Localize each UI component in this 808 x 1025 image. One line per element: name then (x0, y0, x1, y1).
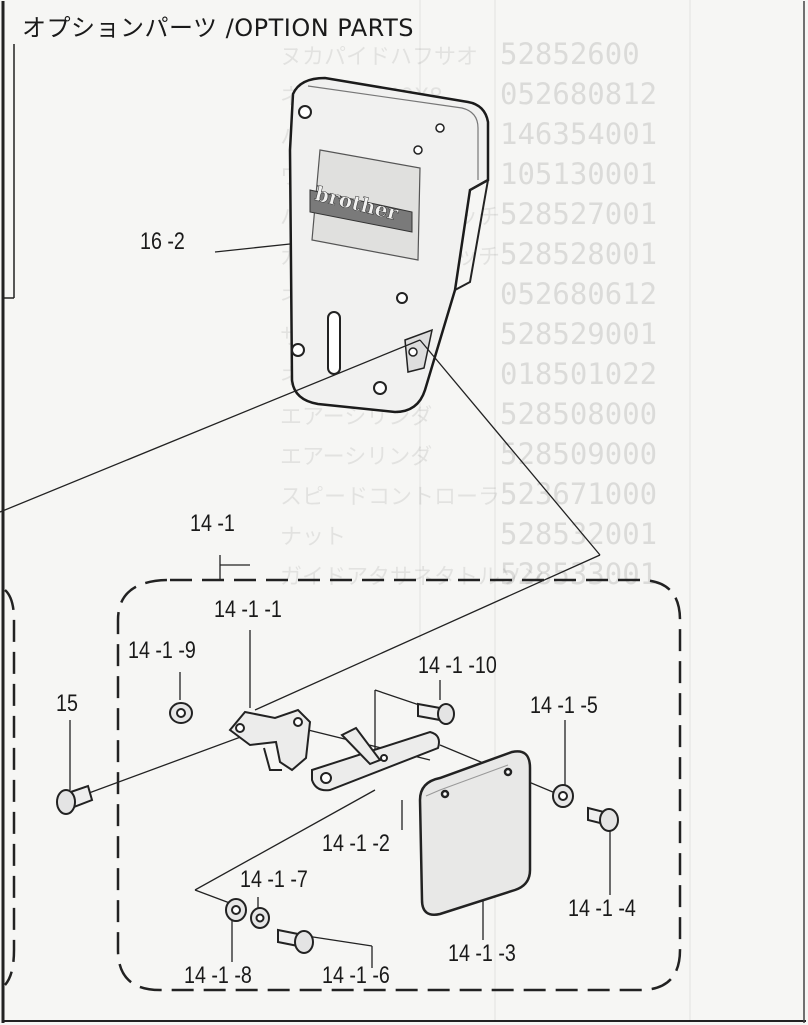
screw-14-1-6 (277, 928, 314, 954)
cover-plate-16-2: brother (288, 76, 490, 414)
bracket-14-1-1 (228, 708, 312, 772)
nut-14-1-9 (169, 702, 193, 724)
assembly-14-1-dashed-box (116, 578, 682, 992)
pad-14-1-3 (418, 750, 532, 916)
callout-14-1-7: 14 -1 -7 (240, 866, 308, 893)
washer-14-1-8 (225, 898, 247, 922)
callout-14-1-4: 14 -1 -4 (568, 895, 636, 922)
callout-14-1-10: 14 -1 -10 (418, 652, 497, 679)
callout-14-1-5: 14 -1 -5 (530, 692, 598, 719)
callout-14-1-6: 14 -1 -6 (322, 962, 390, 989)
plate-14-1-2 (311, 726, 440, 792)
callout-14-1-3: 14 -1 -3 (448, 940, 516, 967)
washer-14-1-5 (552, 784, 574, 808)
washer-14-1-7 (250, 907, 270, 929)
callout-14-1-1: 14 -1 -1 (214, 596, 282, 623)
screw-15 (56, 784, 94, 815)
page-title: オプションパーツ /OPTION PARTS (22, 14, 414, 42)
background-part-number-column: 52852600 052680812 146354001 105130001 5… (500, 37, 658, 591)
callout-15: 15 (56, 690, 78, 717)
adjacent-dashed-box (4, 589, 16, 986)
callout-16-2: 16 -2 (140, 228, 185, 255)
callout-14-1: 14 -1 (190, 510, 235, 537)
exploded-view-lines (0, 243, 611, 968)
screw-14-1-10 (417, 702, 455, 725)
screw-14-1-4 (587, 806, 619, 832)
callout-14-1-9: 14 -1 -9 (128, 637, 196, 664)
callout-14-1-2: 14 -1 -2 (322, 830, 390, 857)
callout-14-1-8: 14 -1 -8 (184, 962, 252, 989)
